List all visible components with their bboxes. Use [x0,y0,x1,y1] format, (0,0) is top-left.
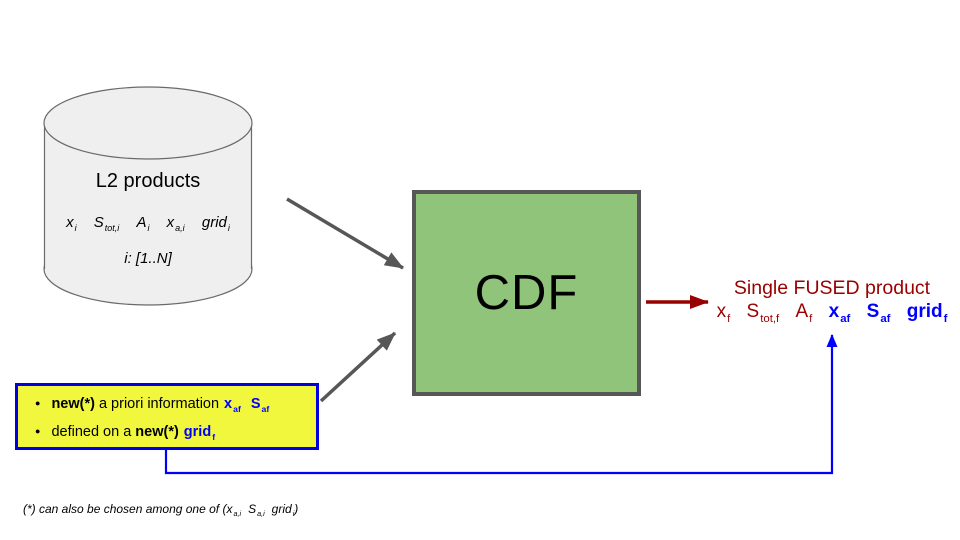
footnote-suffix: ) [294,502,299,516]
cylinder-var: Stot,i [93,214,120,234]
output-var-blue: gridf [906,301,948,326]
database-cylinder [43,86,253,306]
cylinder-index-range: i: [1..N] [124,250,172,267]
output-block: Single FUSED product xf Stot,f Af xaf Sa… [706,277,958,331]
cylinder-variables: xi Stot,i Ai xa,i gridi [28,214,268,233]
footnote-prefix: (*) can also be chosen among one of ( [23,502,227,516]
output-var-blue: xaf [828,301,851,326]
cylinder-var: Ai [136,214,150,234]
footnote-var: gridi [271,502,295,519]
cdf-box: CDF [412,190,641,396]
cylinder-to-cdf-arrow [286,197,404,270]
apriori-var: xaf [224,396,241,414]
output-var-blue: Saf [866,301,891,326]
apriori-line-2-text: defined on a new(*)gridf [51,423,216,442]
apriori-to-output-feedback-arrow [164,334,838,475]
output-title: Single FUSED product [733,277,931,299]
footnote: (*) can also be chosen among one of (xa,… [23,502,298,518]
cylinder-var: gridi [201,214,230,234]
cylinder-var: xi [66,214,77,234]
cylinder-var: xa,i [166,214,185,234]
output-var-red: xf [716,301,731,326]
footnote-var: Sa,i [248,502,265,519]
apriori-var: Saf [250,396,270,414]
apriori-var: gridf [183,423,216,442]
bullet-icon: ● [35,425,41,436]
apriori-line-2: ● defined on a new(*)gridf [35,421,316,449]
bullet-icon: ● [35,398,41,408]
footnote-var: xa,i [226,502,242,519]
output-var-red: Stot,f [746,301,780,326]
cylinder-title: L2 products [95,170,201,192]
output-variables: xf Stot,f Af xaf Saf gridf [706,300,958,331]
cdf-label: CDF [474,266,579,320]
apriori-to-cdf-arrow [319,331,397,403]
output-var-red: Af [795,301,813,326]
